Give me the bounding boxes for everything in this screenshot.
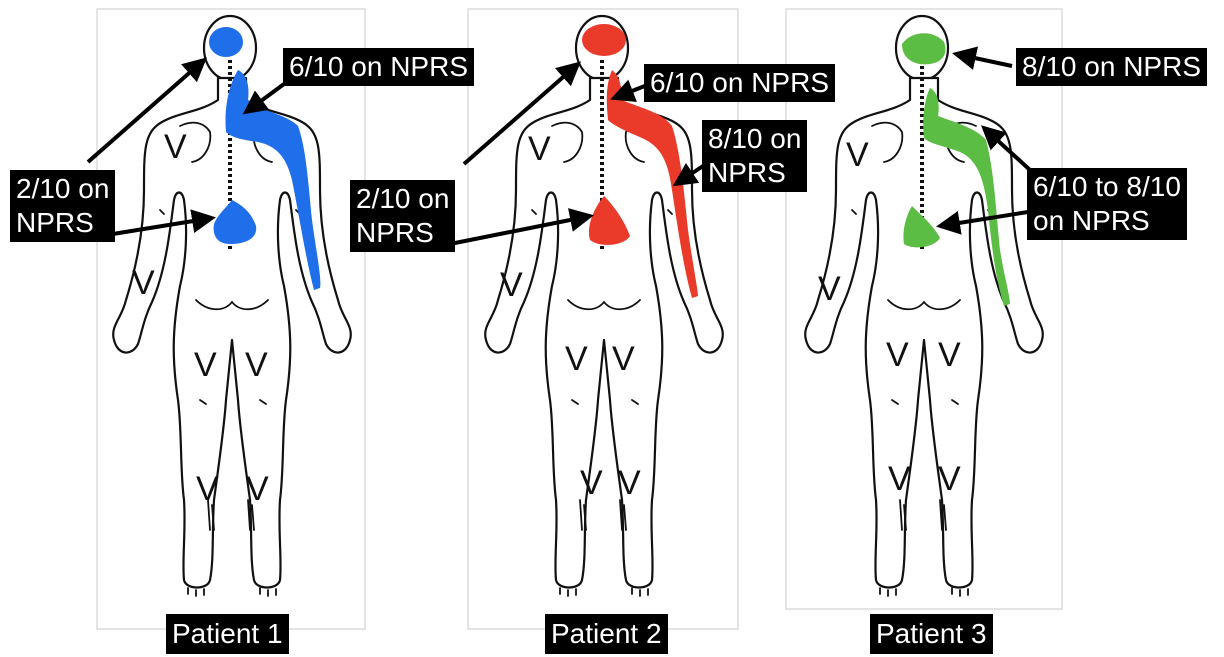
v-mark: V: [132, 264, 155, 302]
label-line: 2/10 on: [16, 172, 109, 206]
v-mark: V: [565, 340, 588, 378]
label-line: 6/10 on NPRS: [289, 51, 468, 82]
v-mark: V: [612, 340, 635, 378]
label-line: NPRS: [16, 206, 109, 240]
pain-label-p3-head: 8/10 on NPRS: [1016, 48, 1207, 86]
v-mark: V: [846, 136, 869, 174]
label-line: 8/10 on NPRS: [1022, 51, 1201, 82]
label-line: NPRS: [708, 156, 801, 190]
v-mark: V: [196, 470, 219, 508]
label-line: on NPRS: [1033, 204, 1181, 238]
v-mark: V: [886, 336, 909, 374]
v-mark: V: [528, 130, 551, 168]
pain-label-p2-arm: 8/10 on NPRS: [702, 120, 807, 192]
pain-area-head: [582, 24, 626, 56]
label-line: 2/10 on: [356, 182, 449, 216]
v-mark: V: [818, 270, 841, 308]
label-line: NPRS: [356, 216, 449, 250]
patient-3-caption: Patient 3: [870, 614, 993, 654]
v-mark: V: [938, 336, 961, 374]
patient-1-caption: Patient 1: [166, 614, 289, 654]
pain-label-p3-arm-back: 6/10 to 8/10 on NPRS: [1027, 168, 1187, 240]
pain-label-p2-neck: 6/10 on NPRS: [644, 64, 835, 102]
v-mark: V: [500, 266, 523, 304]
v-mark: V: [888, 460, 911, 498]
v-mark: V: [194, 346, 217, 384]
v-mark: V: [246, 470, 269, 508]
label-line: 8/10 on: [708, 122, 801, 156]
v-mark: V: [245, 346, 268, 384]
pain-area-head: [209, 27, 243, 57]
pain-label-p1-head-back: 2/10 on NPRS: [10, 170, 115, 242]
pain-label-p1-neck: 6/10 on NPRS: [283, 48, 474, 86]
v-mark: V: [938, 460, 961, 498]
v-mark: V: [164, 128, 187, 166]
v-mark: V: [618, 464, 641, 502]
pain-label-p2-head-back: 2/10 on NPRS: [350, 180, 455, 252]
label-line: 6/10 to 8/10: [1033, 170, 1181, 204]
v-mark: V: [580, 464, 603, 502]
label-line: 6/10 on NPRS: [650, 67, 829, 98]
patient-2-caption: Patient 2: [545, 614, 668, 654]
